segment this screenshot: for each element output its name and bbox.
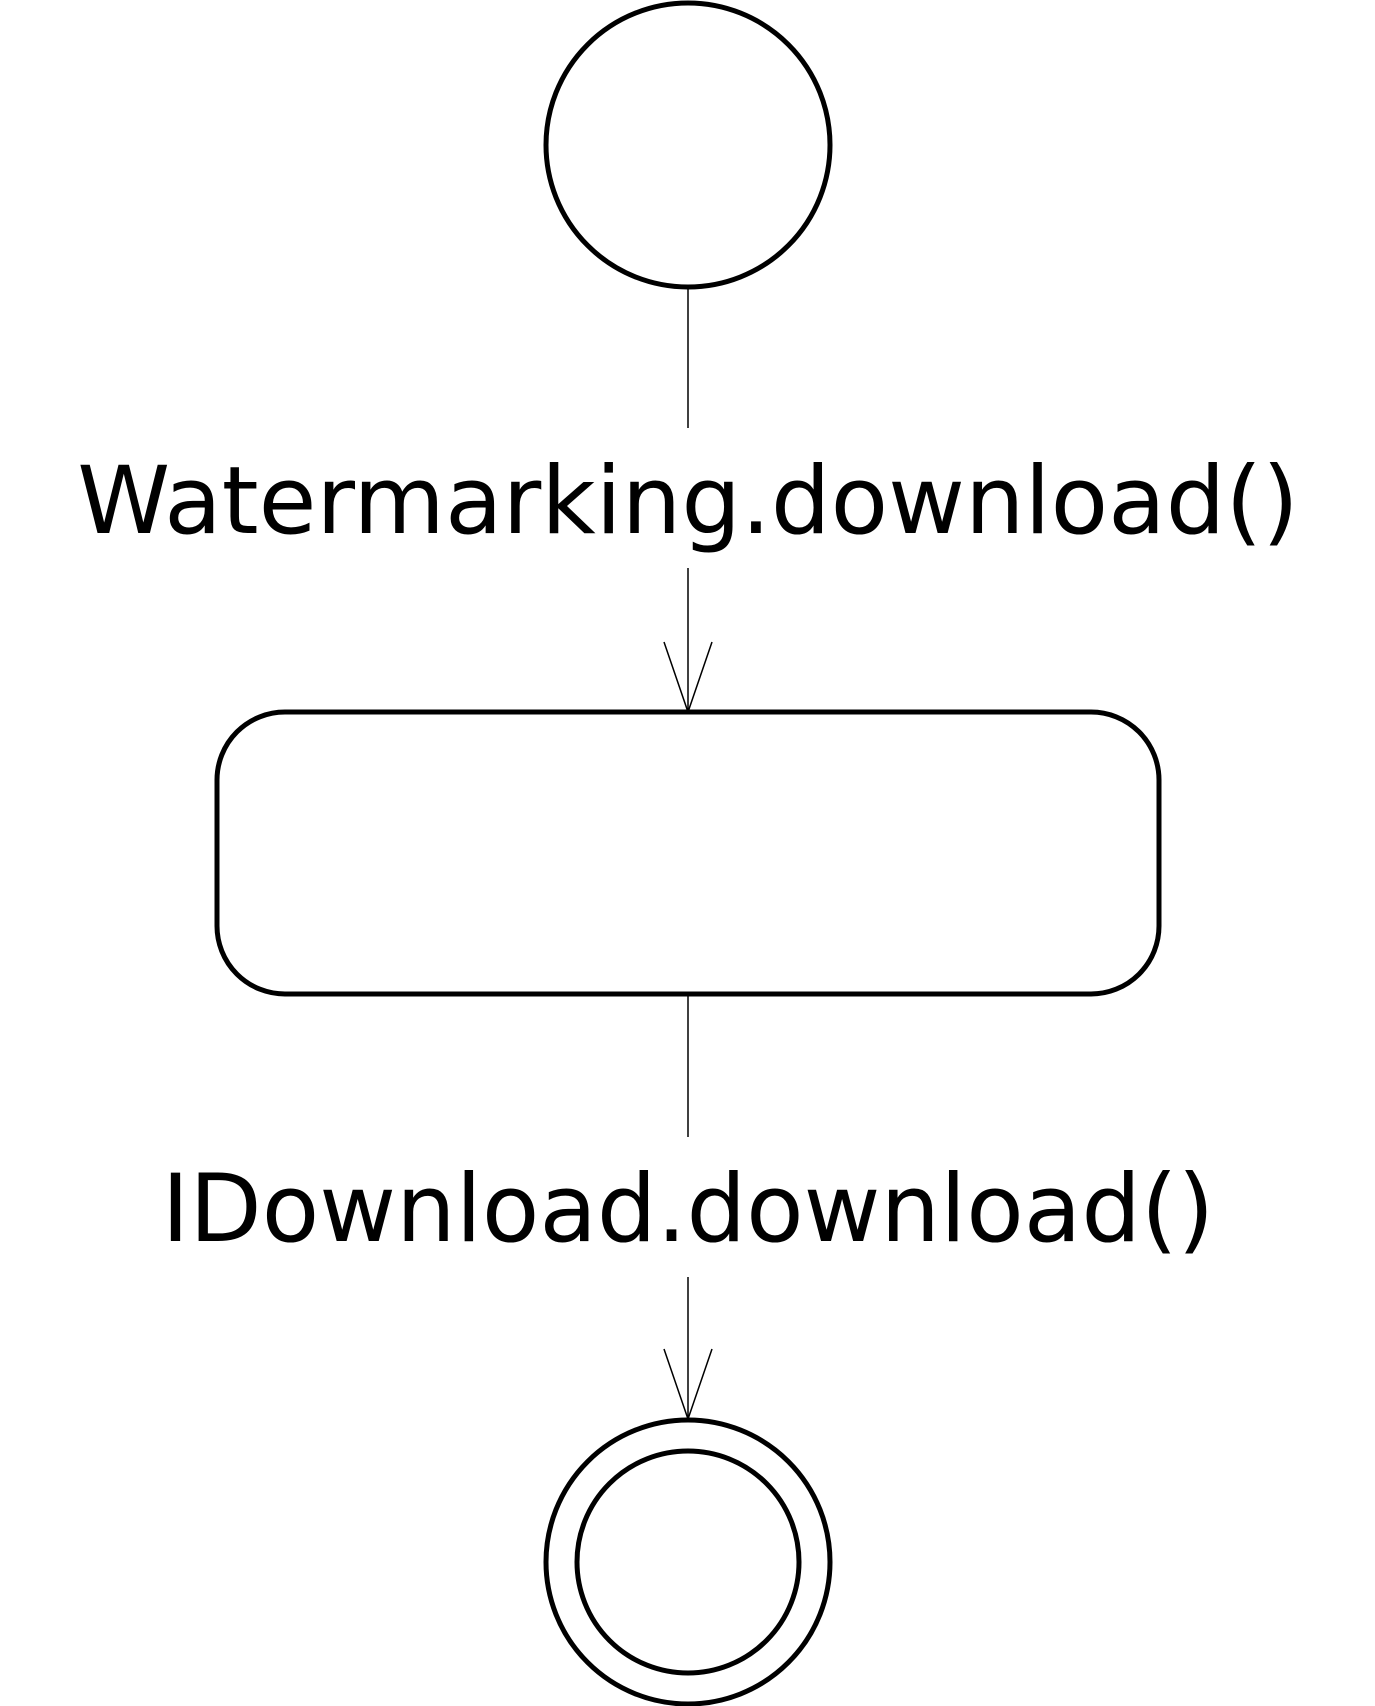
initial-state[interactable] — [543, 0, 833, 290]
transition-2-label: IDownload.download() — [162, 1155, 1215, 1264]
transition-1-label: Watermarking.download() — [77, 447, 1299, 556]
final-state-inner-ring — [574, 1448, 802, 1676]
final-state[interactable] — [543, 1417, 833, 1706]
state-box[interactable] — [214, 709, 1162, 997]
